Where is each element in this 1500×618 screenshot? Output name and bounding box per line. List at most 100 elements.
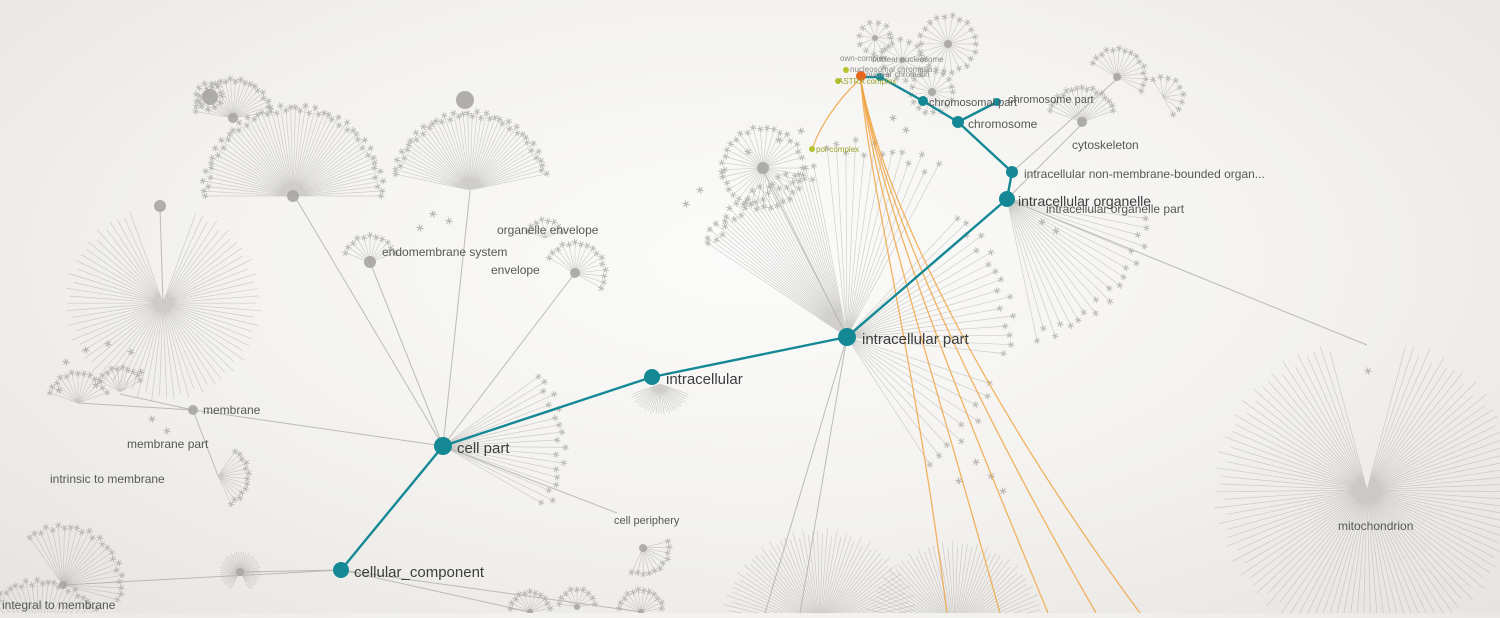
highlighted-term-node[interactable] [644, 369, 660, 385]
highlighted-term-node[interactable] [838, 328, 856, 346]
term-label[interactable]: organelle envelope [497, 223, 599, 237]
fan-cluster-spokes [631, 540, 670, 575]
fan-cluster-tips [1033, 215, 1150, 344]
highlighted-term-node[interactable] [993, 98, 1001, 106]
term-label[interactable]: intracellular organelle [1018, 193, 1151, 209]
fan-cluster-spokes [707, 166, 848, 338]
cluster-node[interactable] [228, 113, 238, 123]
cluster-node[interactable] [872, 35, 878, 41]
term-label[interactable]: chromosomal part [929, 97, 1017, 109]
highlighted-term-node[interactable] [333, 562, 349, 578]
fan-cluster-tips [1046, 84, 1117, 115]
fan-cluster-tips [628, 537, 673, 578]
fan-cluster-tips [545, 238, 610, 292]
fan-cluster-spokes [217, 451, 249, 505]
fan-cluster-spokes [99, 367, 141, 393]
cluster-node[interactable] [59, 581, 67, 589]
association-edge-orange [860, 80, 1001, 614]
cluster-node[interactable] [364, 256, 376, 268]
highlighted-term-node[interactable] [1006, 166, 1018, 178]
term-label[interactable]: chromosome part [1008, 94, 1094, 106]
cluster-node[interactable] [570, 268, 580, 278]
fan-cluster-spokes [49, 372, 108, 404]
graph-edge [764, 336, 848, 614]
term-label[interactable]: mitochondrion [1338, 519, 1413, 533]
highlighted-term-node[interactable] [876, 73, 884, 81]
term-label[interactable]: nuclear chromatin [866, 70, 930, 79]
asterisk-layer [55, 114, 1372, 495]
highlighted-path-edge [846, 198, 1008, 338]
highlighted-term-node[interactable] [918, 96, 928, 106]
matched-term-node[interactable] [843, 67, 849, 73]
highlighted-path-edge [340, 445, 444, 571]
cluster-node[interactable] [287, 190, 299, 202]
fan-cluster-spokes [882, 39, 922, 81]
term-label[interactable]: intrinsic to membrane [50, 472, 165, 486]
term-label[interactable]: endomembrane system [382, 245, 507, 259]
selected-term-node[interactable] [856, 71, 866, 81]
association-layer [812, 80, 1141, 614]
cluster-node[interactable] [188, 405, 198, 415]
cluster-node[interactable] [236, 568, 244, 576]
association-edge-orange [812, 81, 858, 148]
highlighted-term-node[interactable] [952, 116, 964, 128]
term-label[interactable]: intracellular organelle part [1046, 202, 1185, 216]
term-label[interactable]: cell periphery [614, 515, 680, 527]
fan-cluster-spokes [345, 235, 396, 263]
term-label[interactable]: membrane [203, 403, 261, 417]
fan-cluster-spokes [195, 78, 271, 119]
graph-edge [442, 445, 618, 514]
fan-cluster-spokes [826, 139, 940, 338]
term-label[interactable]: nucleosomal chromatin [850, 65, 932, 74]
matched-term-node[interactable] [809, 146, 815, 152]
graph-edge [762, 169, 848, 338]
highlighted-path-edge [922, 99, 959, 124]
highlighted-term-node[interactable] [999, 191, 1015, 207]
matched-term-node[interactable] [835, 78, 841, 84]
term-label[interactable]: pol-complex [816, 145, 859, 154]
fan-cluster-tips [615, 586, 666, 612]
term-label[interactable]: envelope [491, 263, 540, 277]
fan-cluster-spokes [395, 111, 547, 191]
graph-edge [77, 402, 194, 411]
term-label[interactable]: cellular_component [354, 564, 485, 581]
term-label[interactable]: intracellular [666, 371, 743, 388]
term-label[interactable]: chromosome [968, 117, 1038, 131]
fan-cluster-spokes [846, 218, 1014, 354]
term-label[interactable]: ASTRA complex [838, 77, 896, 86]
fan-cluster-spokes [1049, 87, 1114, 123]
term-label[interactable]: integral to membrane [2, 598, 116, 612]
cluster-node[interactable] [574, 604, 580, 610]
cluster-node[interactable] [527, 609, 533, 615]
term-label[interactable]: intracellular non-membrane-bounded organ… [1024, 167, 1265, 181]
fan-cluster-spokes [859, 22, 891, 55]
cluster-node[interactable] [944, 40, 952, 48]
term-label[interactable]: intracellular part [862, 331, 970, 348]
term-label[interactable]: nuclear nucleosome [872, 55, 944, 64]
cluster-node[interactable] [1113, 73, 1121, 81]
cluster-node[interactable] [757, 162, 769, 174]
cluster-node[interactable] [639, 544, 647, 552]
fan-cluster-spokes [1152, 76, 1184, 115]
term-label[interactable]: own-complex [840, 54, 887, 63]
cluster-node[interactable] [1077, 117, 1087, 127]
cluster-node[interactable] [928, 88, 936, 96]
fan-cluster-tips [26, 521, 126, 603]
fan-cluster-tips [193, 80, 226, 113]
cluster-node[interactable] [154, 200, 166, 212]
term-label[interactable]: membrane part [127, 437, 209, 451]
fan-cluster-tips [199, 102, 387, 200]
cluster-node[interactable] [899, 57, 905, 63]
cluster-node[interactable] [456, 91, 474, 109]
graph-edge [192, 409, 444, 447]
fan-cluster-spokes [66, 210, 262, 401]
term-label[interactable]: cell part [457, 440, 510, 457]
term-label[interactable]: cytoskeleton [1072, 138, 1139, 152]
highlighted-term-node[interactable] [434, 437, 452, 455]
graph-edge [119, 393, 194, 411]
fan-cluster-layer [0, 11, 1500, 618]
graph-edge [1006, 198, 1368, 346]
cluster-node[interactable] [202, 89, 218, 105]
